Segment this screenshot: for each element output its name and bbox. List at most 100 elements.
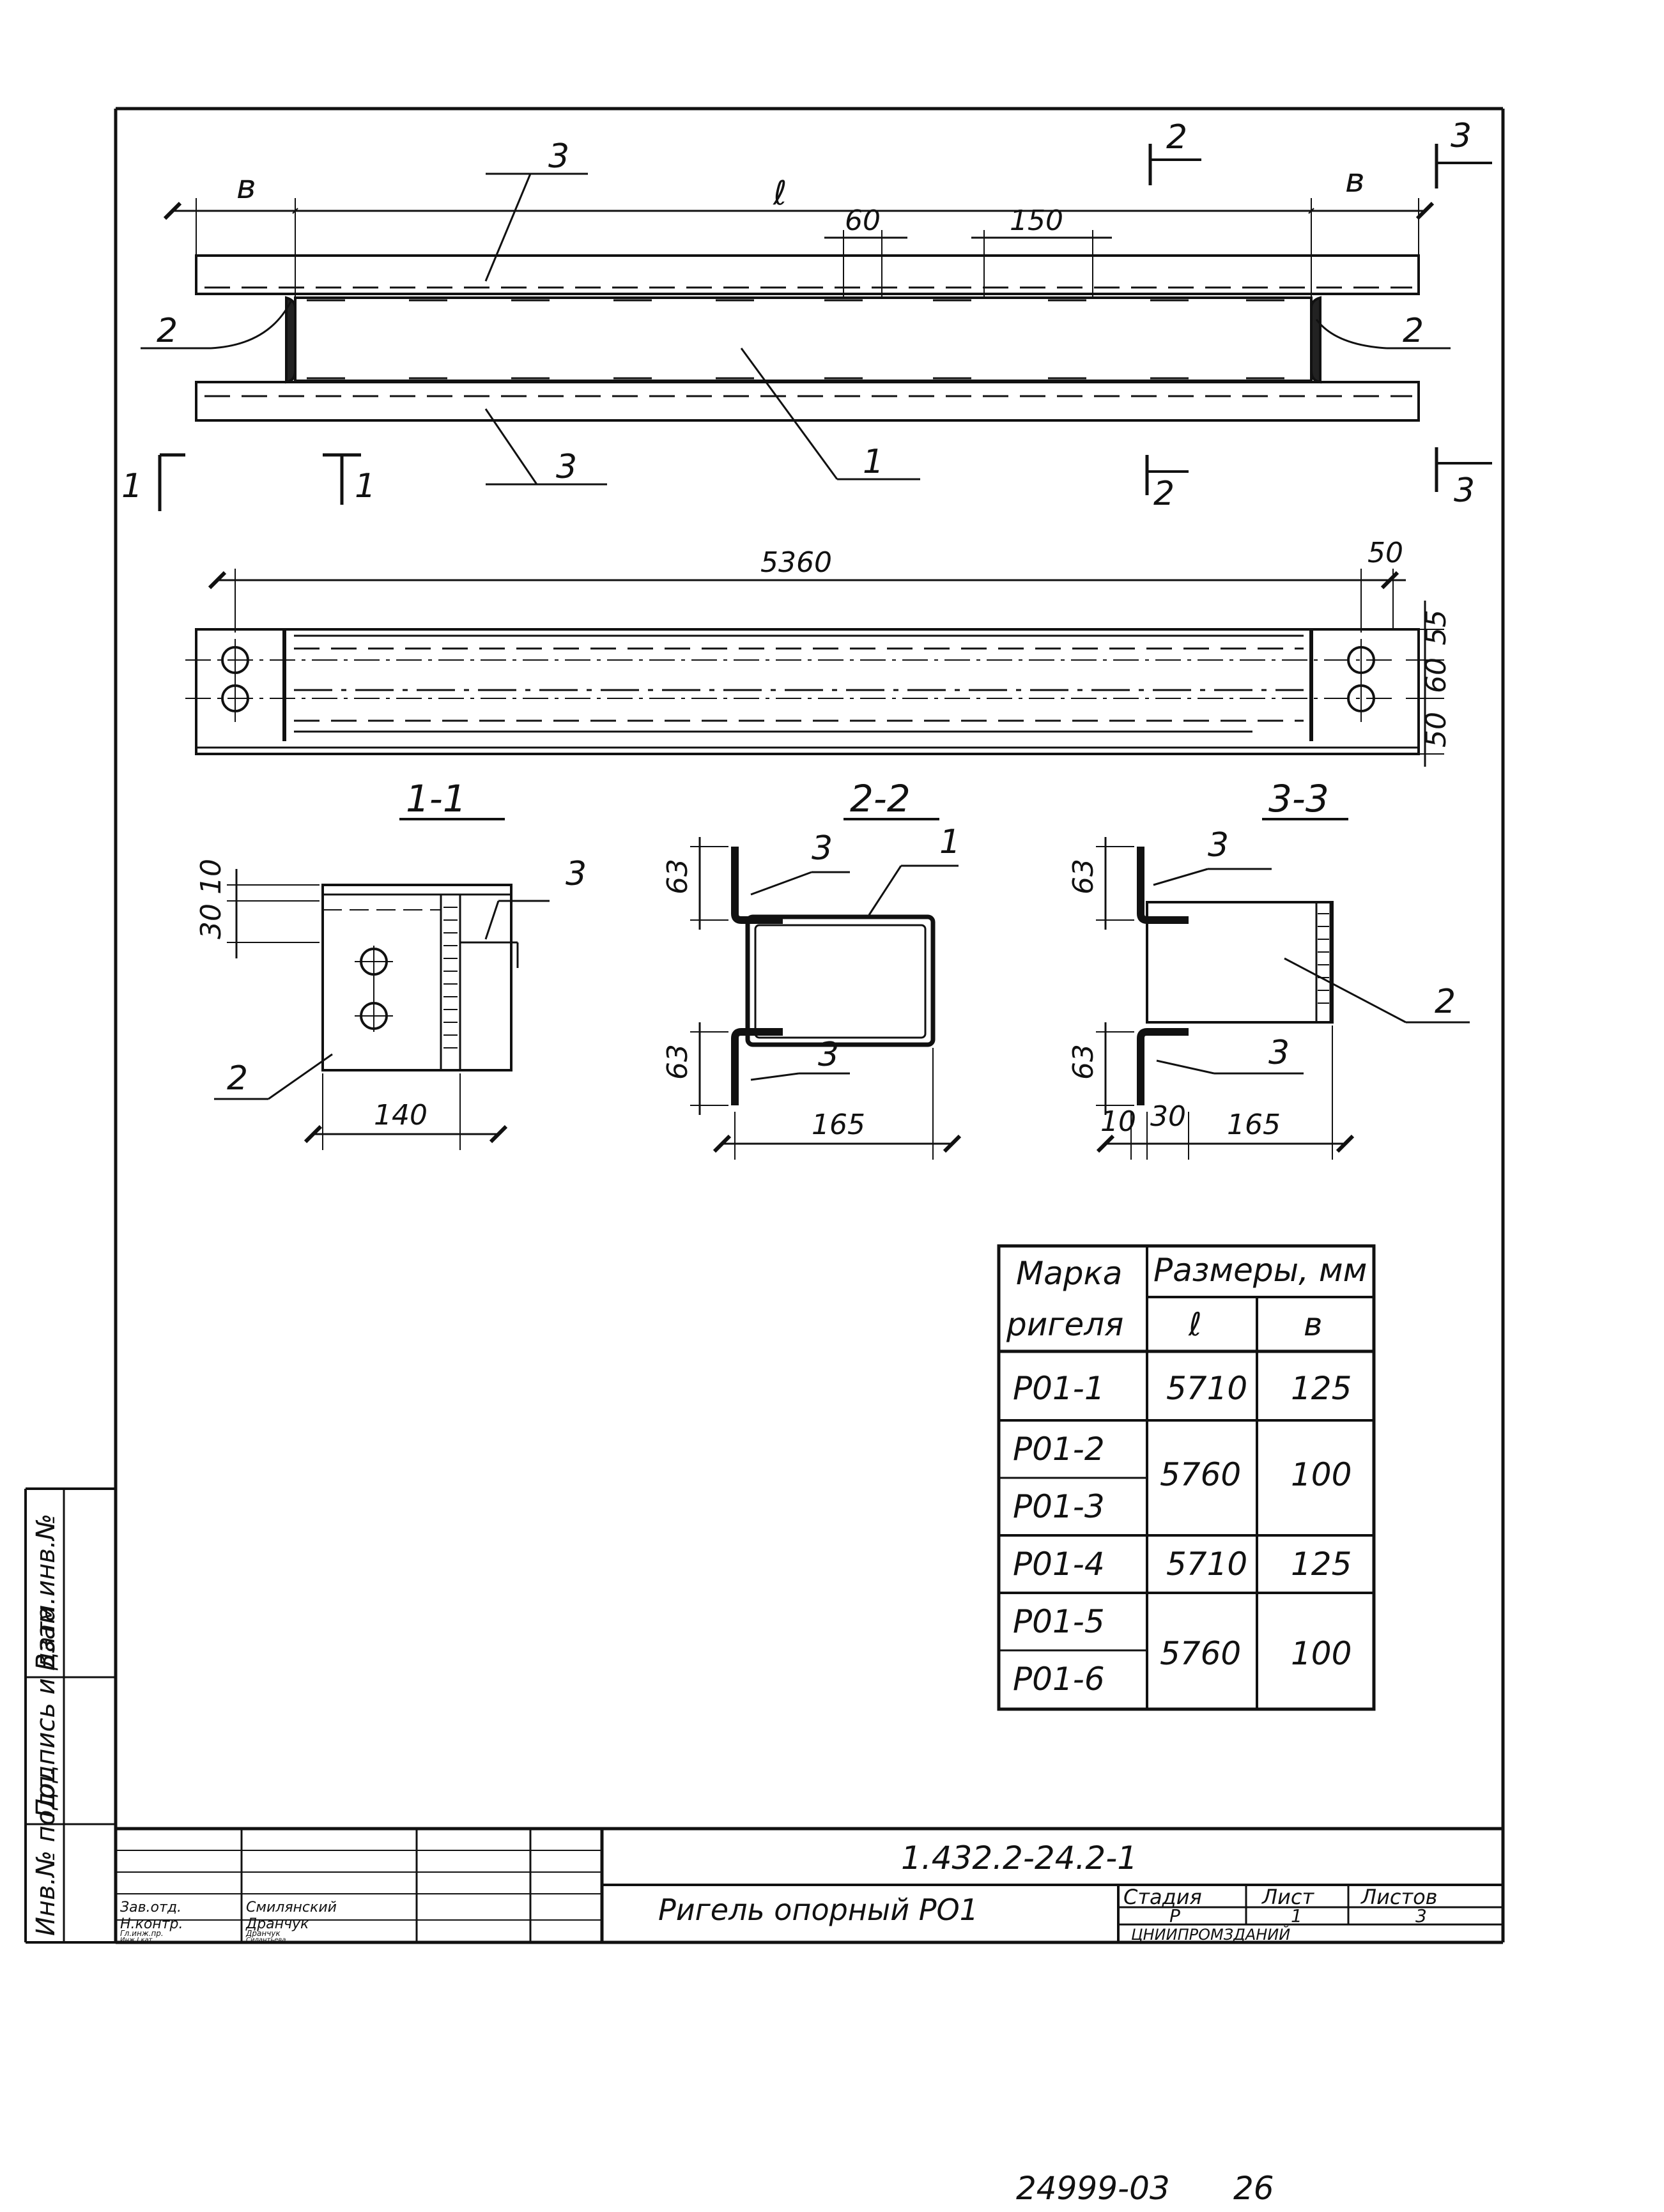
section-1-1 <box>214 818 550 1150</box>
s3-dim-30: 30 <box>1150 1100 1186 1133</box>
s2-callout-1: 1 <box>939 823 960 861</box>
table-col-b: в <box>1304 1306 1322 1343</box>
cut-3-top: 3 <box>1451 117 1472 155</box>
callout-3-bottom: 3 <box>556 448 577 486</box>
s2-callout-3-top: 3 <box>812 829 833 868</box>
elev-dim-55: 55 <box>1420 610 1452 645</box>
elev-dim-length: 5360 <box>760 546 832 579</box>
table-row-l: 5760 <box>1160 1635 1241 1672</box>
elev-dim-end: 50 <box>1367 537 1403 569</box>
side-inv-original: Инв.№ подл. <box>31 1768 61 1936</box>
tb-name: Силантьева <box>246 1937 286 1944</box>
s1-callout-3: 3 <box>566 855 587 893</box>
callout-2-right: 2 <box>1403 312 1424 350</box>
tb-stage-label: Стадия <box>1123 1885 1202 1909</box>
s3-callout-2: 2 <box>1435 983 1456 1021</box>
plan-dim-left: в <box>236 168 256 206</box>
section-1-1-labels: 1-1 10 30 140 3 2 <box>195 777 587 1132</box>
side-replace-inv: Взам.инв.№ <box>31 1514 61 1671</box>
sizes-table-text: Марка ригеля Размеры, мм ℓ в Р01-1 5710 … <box>1006 1252 1367 1698</box>
footer-page: 26 <box>1233 2170 1274 2207</box>
tb-code: 1.432.2-24.2-1 <box>901 1839 1137 1877</box>
s2-dim-width: 165 <box>812 1109 865 1141</box>
table-row-mark: Р01-2 <box>1013 1431 1105 1468</box>
s3-dim-63-bottom: 63 <box>1067 1044 1100 1080</box>
s3-dim-63-top: 63 <box>1067 859 1100 895</box>
tb-role: Н.контр. <box>120 1916 183 1932</box>
section-2-2 <box>690 818 962 1160</box>
s3-dim-width: 165 <box>1227 1109 1281 1141</box>
s2-dim-63-bottom: 63 <box>661 1044 694 1080</box>
tb-title: Ригель опорный РО1 <box>658 1893 978 1927</box>
table-row-b: 125 <box>1291 1546 1352 1583</box>
tb-role: Гл.инж.пр. <box>120 1929 164 1938</box>
tb-name: Дранчук <box>245 1916 309 1932</box>
s1-dim-30: 30 <box>195 903 227 939</box>
side-stamp-text: Инв.№ подл. Подпись и дата Взам.инв.№ <box>31 1514 61 1936</box>
callout-1: 1 <box>863 443 884 481</box>
table-row-l: 5760 <box>1160 1456 1241 1493</box>
tb-role: Инж.I кат. <box>120 1937 155 1944</box>
tb-sheet-label: Лист <box>1261 1885 1314 1909</box>
section-2-2-labels: 2-2 63 63 165 3 1 3 <box>661 777 960 1141</box>
table-row-l: 5710 <box>1166 1370 1247 1407</box>
tb-organization: ЦНИИПРОМЗДАНИЙ <box>1131 1925 1290 1944</box>
s1-callout-2: 2 <box>227 1059 248 1098</box>
tb-sheets-label: Листов <box>1360 1885 1438 1909</box>
s2-dim-63-top: 63 <box>661 859 694 895</box>
tb-sheets-value: 3 <box>1415 1905 1427 1926</box>
table-row-b: 100 <box>1291 1456 1352 1493</box>
sizes-table <box>997 1244 1376 1711</box>
section-1-1-title: 1-1 <box>406 777 466 820</box>
table-row-mark: Р01-4 <box>1013 1546 1105 1583</box>
plan-dim-150: 150 <box>1010 204 1063 237</box>
section-3-3-title: 3-3 <box>1268 777 1329 820</box>
plan-dim-mid: ℓ <box>773 174 787 213</box>
plan-view <box>141 144 1492 511</box>
table-header-mark-2: ригеля <box>1006 1306 1123 1343</box>
side-stamp <box>24 1487 116 1944</box>
table-header-sizes: Размеры, мм <box>1153 1252 1367 1289</box>
table-col-l: ℓ <box>1188 1306 1202 1343</box>
cut-1-right: 1 <box>355 467 376 505</box>
elev-dim-60: 60 <box>1420 657 1452 693</box>
table-row-b: 125 <box>1291 1370 1352 1407</box>
side-sign-date: Подпись и дата <box>31 1606 61 1818</box>
s1-dim-width: 140 <box>374 1099 428 1132</box>
section-3-3 <box>1096 818 1470 1160</box>
cut-1-left: 1 <box>121 467 143 505</box>
table-row-l: 5710 <box>1166 1546 1247 1583</box>
callout-3-top: 3 <box>548 137 569 176</box>
tb-stage-value: Р <box>1169 1905 1180 1926</box>
s3-callout-3-bottom: 3 <box>1268 1034 1290 1072</box>
section-3-3-labels: 3-3 63 63 10 30 165 3 3 2 <box>1067 777 1456 1141</box>
tb-role: Зав.отд. <box>120 1900 181 1916</box>
plan-dim-right: в <box>1345 162 1365 200</box>
s3-callout-3-top: 3 <box>1208 826 1229 864</box>
plan-dim-60: 60 <box>845 204 881 237</box>
s2-callout-3-bottom: 3 <box>818 1036 839 1074</box>
elev-dim-50: 50 <box>1420 712 1452 748</box>
elevation-labels: 5360 50 55 60 50 <box>760 537 1452 748</box>
section-2-2-title: 2-2 <box>850 777 911 820</box>
cut-2-bottom: 2 <box>1153 475 1175 513</box>
table-row-b: 100 <box>1291 1635 1352 1672</box>
tb-name: Смилянский <box>246 1900 337 1916</box>
tb-sheet-value: 1 <box>1291 1905 1302 1926</box>
table-row-mark: Р01-6 <box>1013 1661 1105 1698</box>
footer-number: 24999-03 <box>1016 2170 1170 2207</box>
elevation-view <box>185 569 1444 767</box>
table-header-mark-1: Марка <box>1016 1255 1122 1292</box>
table-row-mark: Р01-3 <box>1013 1488 1105 1525</box>
cut-2-top: 2 <box>1166 118 1187 157</box>
table-row-mark: Р01-5 <box>1013 1603 1105 1640</box>
table-row-mark: Р01-1 <box>1013 1370 1105 1407</box>
s1-dim-10: 10 <box>195 859 227 895</box>
tb-name: Дранчук <box>245 1929 281 1938</box>
cut-3-bottom: 3 <box>1454 472 1475 510</box>
callout-2-left: 2 <box>157 312 178 350</box>
s3-dim-10: 10 <box>1100 1105 1136 1138</box>
